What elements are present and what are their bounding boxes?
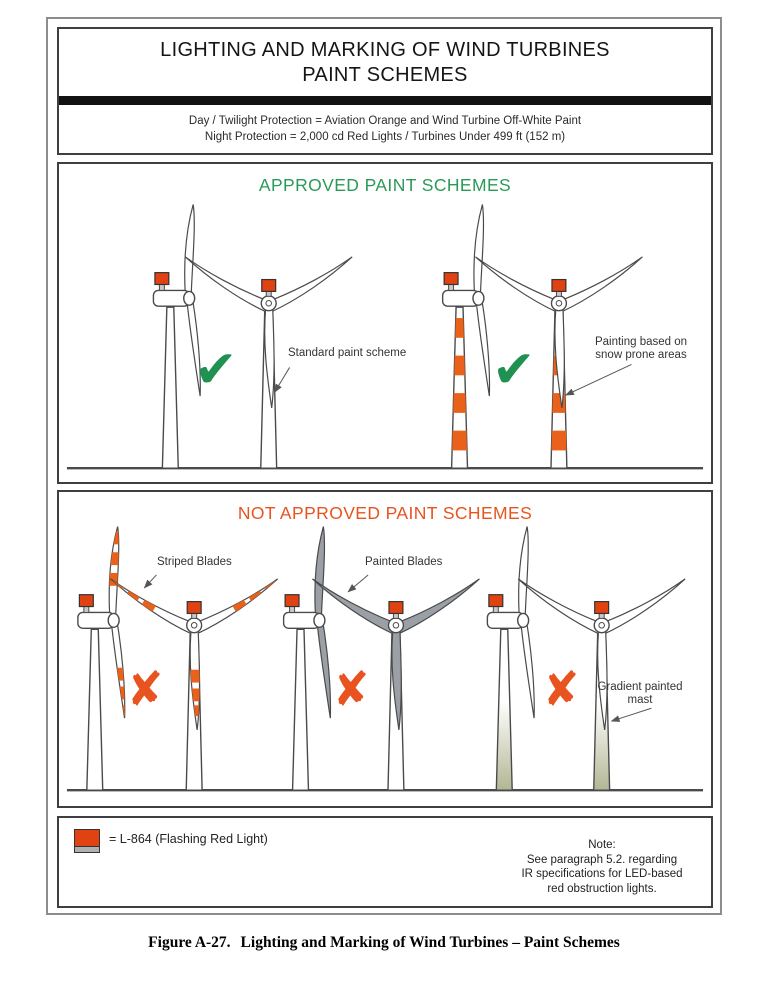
label-gradient-line-2: mast: [627, 694, 653, 706]
x-mark-icon: ✘: [540, 660, 583, 718]
wind-turbine-side-view: [152, 204, 201, 469]
l864-light-marker: [261, 278, 277, 292]
check-mark-icon: ✔: [194, 340, 238, 400]
approved-panel: APPROVED PAINT SCHEMES ✔ ✔ Standard pain…: [57, 162, 713, 484]
wind-turbine-side-view: [441, 204, 491, 469]
title-line-2: PAINT SCHEMES: [302, 64, 468, 86]
label-striped-blades: Striped Blades: [157, 556, 232, 568]
protection-note-line-2: Night Protection = 2,000 cd Red Lights /…: [204, 131, 566, 143]
note-line-4: red obstruction lights.: [547, 882, 657, 895]
wind-turbine-front-view: [517, 578, 686, 791]
x-mark-icon: ✘: [124, 660, 167, 718]
l864-light-marker: [78, 594, 94, 608]
legend-panel: = L-864 (Flashing Red Light) Note: See p…: [57, 816, 713, 908]
callout-arrow: [564, 364, 632, 396]
note-text: Note: See paragraph 5.2. regarding IR sp…: [492, 838, 712, 896]
figure-caption-label: Figure A-27.: [148, 934, 231, 951]
figure-caption: Figure A-27. Lighting and Marking of Wind…: [0, 934, 768, 952]
label-snow-line-2: snow prone areas: [595, 349, 687, 361]
light-base-swatch: [74, 846, 100, 853]
note-line-3: IR specifications for LED-based: [521, 868, 683, 880]
divider-bar: [59, 96, 711, 105]
red-light-swatch: [74, 829, 100, 847]
callout-arrow: [143, 574, 157, 589]
label-gradient-painted-mast: Gradient painted mast: [582, 681, 698, 707]
title-panel: LIGHTING AND MARKING OF WIND TURBINES PA…: [57, 27, 713, 155]
l864-light-marker: [551, 278, 567, 292]
l864-light-marker: [154, 272, 170, 286]
figure-title: LIGHTING AND MARKING OF WIND TURBINES PA…: [59, 38, 711, 88]
approved-diagram: [66, 204, 704, 470]
label-painted-blades: Painted Blades: [365, 556, 443, 568]
check-mark-icon: ✔: [492, 340, 536, 400]
l864-flashing-red-light-icon: [74, 829, 100, 853]
l864-light-marker: [443, 272, 459, 286]
legend-label: = L-864 (Flashing Red Light): [109, 832, 268, 846]
not-approved-heading: NOT APPROVED PAINT SCHEMES: [237, 503, 533, 523]
callout-arrow: [347, 574, 369, 593]
label-snow-prone-areas: Painting based on snow prone areas: [577, 336, 705, 362]
wind-turbine-front-view: [312, 578, 480, 791]
note-line-1: Note:: [588, 839, 616, 851]
label-snow-line-1: Painting based on: [594, 336, 688, 348]
wind-turbine-front-view: [184, 256, 353, 469]
figure-caption-text: Lighting and Marking of Wind Turbines – …: [240, 934, 620, 951]
approved-heading: APPROVED PAINT SCHEMES: [258, 175, 512, 195]
figure-outer-frame: LIGHTING AND MARKING OF WIND TURBINES PA…: [46, 17, 722, 915]
wind-turbine-side-view: [282, 526, 332, 791]
l864-light-marker: [594, 601, 610, 615]
label-standard-paint-scheme: Standard paint scheme: [288, 347, 407, 359]
not-approved-panel: NOT APPROVED PAINT SCHEMES ✘ ✘ ✘ Striped…: [57, 490, 713, 808]
callout-arrow: [610, 707, 652, 722]
protection-note: Day / Twilight Protection = Aviation Ora…: [59, 113, 711, 145]
title-line-1: LIGHTING AND MARKING OF WIND TURBINES: [160, 39, 610, 61]
label-gradient-line-1: Gradient painted: [597, 681, 683, 693]
x-mark-icon: ✘: [330, 660, 373, 718]
l864-light-marker: [284, 594, 300, 608]
l864-light-marker: [186, 601, 202, 615]
l864-light-marker: [488, 594, 504, 608]
protection-note-line-1: Day / Twilight Protection = Aviation Ora…: [188, 115, 582, 127]
wind-turbine-front-view: [475, 256, 643, 469]
wind-turbine-side-view: [77, 526, 126, 791]
l864-light-marker: [388, 601, 404, 615]
wind-turbine-side-view: [486, 526, 535, 791]
not-approved-diagram: [66, 526, 704, 792]
callout-arrow: [274, 367, 291, 393]
note-line-2: See paragraph 5.2. regarding: [526, 853, 678, 866]
